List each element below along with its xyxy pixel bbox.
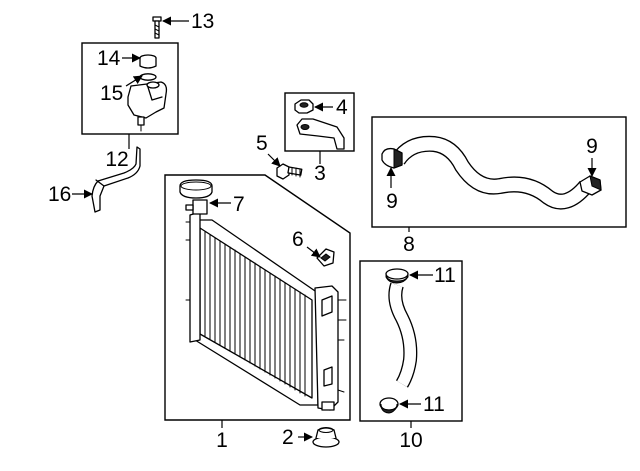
reservoir-group <box>81 16 179 135</box>
upper-hose[interactable] <box>391 135 593 210</box>
reservoir-box <box>81 42 179 135</box>
bolt-13[interactable] <box>152 16 162 39</box>
callout-15: 15 <box>100 82 123 105</box>
callout-5: 5 <box>256 132 268 155</box>
lower-hose-group <box>359 260 463 422</box>
bracket-group <box>284 92 355 152</box>
callout-8: 8 <box>403 233 415 256</box>
callout-4: 4 <box>336 96 348 119</box>
callout-7: 7 <box>233 193 245 216</box>
hose-clamp-9-right[interactable] <box>579 175 602 196</box>
radiator-cap-7[interactable] <box>179 179 213 199</box>
lower-hose[interactable] <box>388 282 418 388</box>
callout-6: 6 <box>292 228 304 251</box>
upper-hose-box <box>371 116 627 228</box>
hose-clamp-9-left[interactable] <box>381 147 403 169</box>
radiator-box <box>164 174 351 421</box>
callout-labels: 13 14 15 12 16 7 6 4 5 3 9 9 8 11 11 10 … <box>48 10 598 452</box>
leader-lines <box>72 16 597 442</box>
callout-11-bottom: 11 <box>423 393 445 416</box>
reservoir-tank[interactable] <box>127 81 168 132</box>
seal-ring-15[interactable] <box>139 73 157 81</box>
callout-16: 16 <box>48 183 71 206</box>
bolt-5[interactable] <box>276 163 303 180</box>
nut-4[interactable] <box>294 99 314 114</box>
callout-9-left: 9 <box>386 190 398 213</box>
hose-clamp-11-top[interactable] <box>385 268 409 284</box>
callout-12: 12 <box>105 148 128 171</box>
callout-10: 10 <box>399 429 422 452</box>
callout-1: 1 <box>216 429 228 452</box>
radiator-assembly <box>164 174 351 421</box>
callout-2: 2 <box>282 426 294 449</box>
mount-bushing-2[interactable] <box>312 427 340 448</box>
radiator[interactable] <box>185 199 347 411</box>
bracket-3[interactable] <box>296 118 345 150</box>
callout-13: 13 <box>191 10 214 33</box>
callout-3: 3 <box>314 162 326 185</box>
callout-9-right: 9 <box>586 135 598 158</box>
bracket-6[interactable] <box>316 248 335 267</box>
hose-clamp-11-bottom[interactable] <box>379 397 399 414</box>
cap-14[interactable] <box>139 54 157 69</box>
callout-11-top: 11 <box>434 264 456 287</box>
callout-14: 14 <box>97 47 121 70</box>
upper-hose-group <box>371 116 627 228</box>
